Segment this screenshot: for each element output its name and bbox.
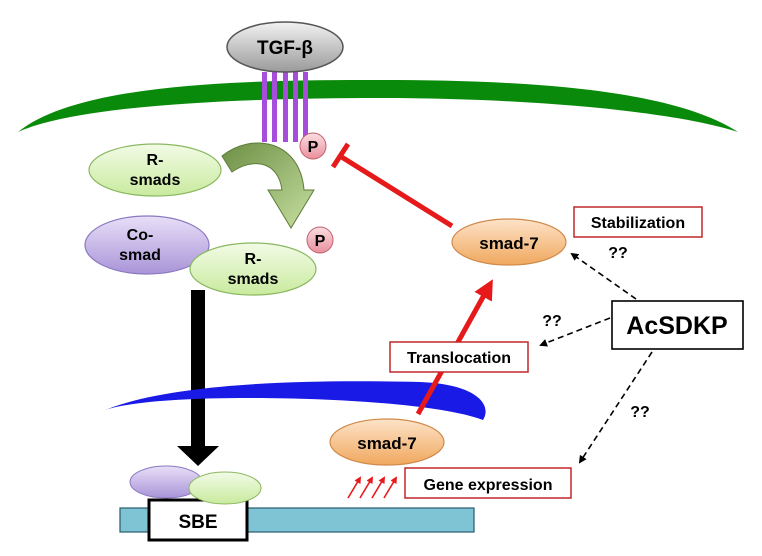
receptor-phospho-label: P [308, 139, 319, 156]
r-smads-line2: smads [130, 172, 181, 189]
r-smads-line1: R- [147, 152, 164, 169]
unknown-mark-gene-expression: ?? [630, 404, 650, 421]
stabilization-label: Stabilization [591, 215, 685, 232]
unknown-mark-translocation: ?? [542, 313, 562, 330]
receptor-phospho-badge: P [299, 132, 327, 160]
r-smads-cytoplasm: R- smads [88, 143, 222, 197]
r-smad-on-dna [188, 471, 262, 505]
sbe-box: SBE [147, 498, 249, 542]
tgf-beta-ligand: TGF-β [226, 21, 344, 73]
cell-membrane [18, 80, 738, 132]
smad7-inhibition [330, 142, 454, 229]
dashed-arrow-gene-expression [578, 351, 653, 464]
r-smads-complex: R- smads P [189, 226, 334, 296]
translocation-label: Translocation [407, 350, 511, 367]
sbe-label: SBE [178, 512, 217, 533]
acsdkp-box: AcSDKP [611, 300, 744, 350]
translocation-box: Translocation [389, 341, 529, 373]
dashed-arrow-translocation [539, 317, 611, 347]
unknown-mark-stabilization: ?? [608, 245, 628, 262]
smad7-nucleus-label: smad-7 [357, 434, 417, 453]
nuclear-translocation-arrow [177, 290, 219, 466]
stabilization-box: Stabilization [573, 206, 703, 238]
gene-expression-arrows [347, 476, 398, 499]
dashed-arrow-stabilization [570, 252, 637, 300]
nuclear-membrane [105, 381, 486, 420]
phosphorylation-arrow [221, 142, 315, 229]
gene-expression-label: Gene expression [424, 477, 553, 494]
r-smads-complex-line2: smads [228, 271, 279, 288]
co-smad: Co- smad [84, 215, 210, 275]
acsdkp-dashed-arrows [539, 252, 653, 464]
tgf-beta-label: TGF-β [257, 38, 313, 59]
acsdkp-label: AcSDKP [626, 312, 727, 340]
gene-expression-box: Gene expression [404, 467, 572, 499]
smad7-cytoplasm: smad-7 [451, 218, 567, 266]
smad7-cytoplasm-label: smad-7 [479, 234, 539, 253]
r-smads-complex-line1: R- [245, 251, 262, 268]
co-smad-line1: Co- [127, 227, 154, 244]
smad7-nucleus: smad-7 [329, 418, 445, 466]
tgf-beta-receptor [262, 72, 308, 142]
complex-phospho-label: P [315, 233, 326, 250]
co-smad-line2: smad [119, 247, 161, 264]
